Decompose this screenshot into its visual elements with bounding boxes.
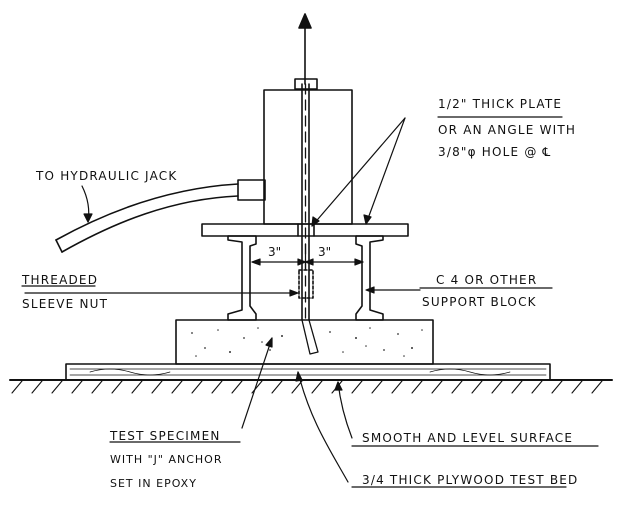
dimension-lines (251, 243, 364, 271)
dimension-left-label: 3" (268, 245, 281, 259)
level-surface-label: SMOOTH AND LEVEL SURFACE (362, 431, 574, 445)
test-specimen (175, 319, 434, 365)
plate-label-line2: OR AN ANGLE WITH (438, 123, 577, 137)
plywood-test-bed (65, 363, 551, 381)
hydraulic-hose (55, 183, 239, 253)
test-specimen-label-line3: SET IN EPOXY (110, 477, 197, 490)
leader-lines (24, 117, 421, 483)
top-plate (201, 223, 409, 237)
threaded-sleeve-nut (298, 269, 314, 299)
label-underlines (21, 116, 599, 488)
support-block-label-line2: SUPPORT BLOCK (422, 295, 537, 309)
dimension-right-label: 3" (318, 245, 331, 259)
plywood-bed-label: 3/4 THICK PLYWOOD TEST BED (362, 473, 579, 487)
hydraulic-jack (237, 78, 353, 225)
anchor-rod (301, 83, 310, 321)
plate-label-line3: 3/8"φ HOLE @ ℄ (438, 145, 552, 159)
hydraulic-jack-label: TO HYDRAULIC JACK (36, 169, 178, 183)
plate-label-line1: 1/2" THICK PLATE (438, 97, 563, 111)
load-arrow (298, 13, 312, 85)
test-specimen-label-line1: TEST SPECIMEN (110, 429, 221, 443)
ground-surface (9, 379, 613, 394)
sleeve-nut-label-line2: SLEEVE NUT (22, 297, 109, 311)
test-specimen-label-line2: WITH "J" ANCHOR (110, 453, 223, 466)
support-block-label-line1: C 4 OR OTHER (436, 273, 538, 287)
sleeve-nut-label-line1: THREADED (22, 273, 99, 287)
